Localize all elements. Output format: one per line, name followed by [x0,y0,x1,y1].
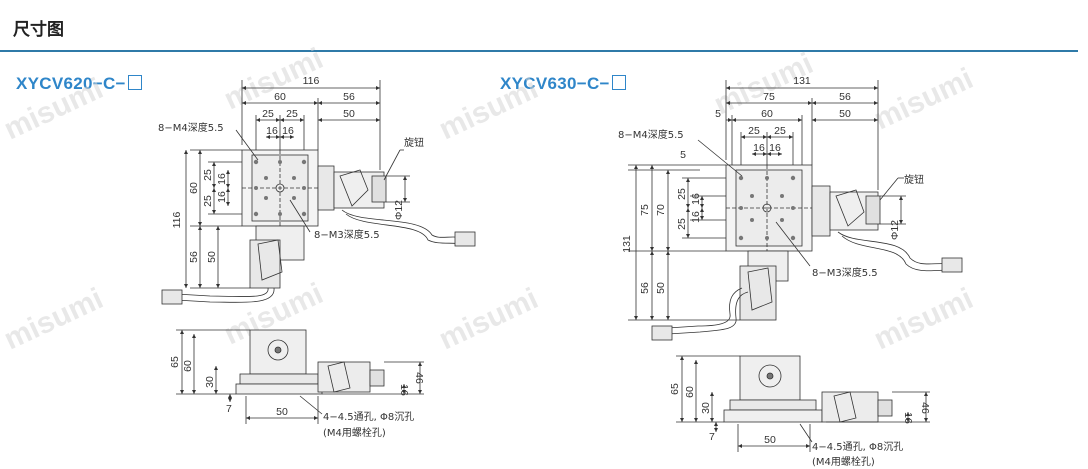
dim-label: 56 [639,282,651,294]
right-side-dim-labels: 65 60 30 7 50 46 16 4−4.5通孔, Φ8沉孔 (M4用螺栓… [669,383,931,468]
dim-label: 25 [774,125,786,137]
dim-label: 131 [621,235,633,253]
dim-label: 70 [655,204,667,216]
left-side-view [176,329,424,424]
dim-label: 30 [700,402,712,414]
dim-label: 116 [171,211,183,228]
dim-label: 60 [182,360,194,372]
dim-label: 16 [266,125,278,137]
dim-label: 7 [226,403,232,415]
dim-label: 50 [343,108,355,120]
dim-label: 25 [202,169,214,181]
option-box-icon [127,75,142,90]
callout-thru-hole: 4−4.5通孔, Φ8沉孔 [323,410,414,423]
dim-label: 75 [763,91,775,103]
dim-label: 56 [343,91,355,103]
dim-label: 50 [276,406,288,418]
dim-label: 16 [753,142,765,154]
dim-label: 16 [769,142,781,154]
watermark-text: misumi [869,282,978,356]
dim-label: 50 [764,434,776,446]
dim-label: 16 [216,173,228,185]
dim-label: 116 [303,75,320,87]
dim-label: 56 [188,251,200,263]
dim-label: 50 [839,108,851,120]
callout-bolt-hole: (M4用螺栓孔) [323,426,386,439]
dim-label: 75 [639,204,651,216]
dim-label: 5 [715,108,721,120]
dim-label: 25 [676,188,688,200]
dim-label: 25 [748,125,760,137]
dim-label: 16 [282,125,294,137]
dim-label: 56 [839,91,851,103]
model-name-right: XYCV630−C− [500,74,610,93]
dim-label: 50 [655,282,667,294]
dim-label: Φ12 [393,200,405,220]
dim-label: Φ12 [889,220,901,240]
dim-label: 25 [262,108,274,120]
dim-label: 60 [761,108,773,120]
dim-label: 16 [690,211,702,223]
callout-mid-hole: 8−M3深度5.5 [314,228,380,241]
watermark-text: misumi [434,72,543,146]
dim-label: 46 [919,402,931,414]
callout-top-hole: 8−M4深度5.5 [158,121,224,134]
dim-label: 16 [216,191,228,203]
right-top-dim-labels: 131 75 56 5 60 50 25 25 16 16 8−M4深度5.5 … [618,75,924,294]
dim-label: 5 [680,149,686,161]
dim-label: 60 [188,182,200,194]
dim-label: 25 [286,108,298,120]
left-top-view [161,80,476,305]
dim-label: 65 [669,383,681,395]
dim-label: 7 [709,431,715,443]
callout-knob: 旋钮 [904,173,924,186]
watermark-text: misumi [869,62,978,136]
dim-label: 30 [204,376,216,388]
callout-thru-hole: 4−4.5通孔, Φ8沉孔 [812,440,903,453]
watermark-text: misumi [0,282,108,356]
dim-label: 60 [684,386,696,398]
section-title: 尺寸图 [13,20,64,40]
dim-label: 65 [169,356,181,368]
model-name-left: XYCV620−C− [16,74,126,93]
callout-mid-hole: 8−M3深度5.5 [812,266,878,279]
right-top-view [628,80,963,341]
watermark-text: misumi [0,72,108,146]
dim-label: 16 [690,193,702,205]
dim-label: 25 [202,195,214,207]
dim-label: 50 [206,251,218,263]
left-side-dim-labels: 65 60 30 7 50 46 16 4−4.5通孔, Φ8沉孔 (M4用螺栓… [169,356,425,439]
left-top-dim-labels: 116 60 56 25 25 50 16 16 8−M4深度5.5 旋钮 8−… [158,75,424,263]
section-header: 尺寸图 [0,0,1078,52]
right-side-view [676,355,930,452]
callout-top-hole: 8−M4深度5.5 [618,128,684,141]
dim-label: 16 [902,412,914,424]
callout-bolt-hole: (M4用螺栓孔) [812,455,875,468]
model-title-xycv630: XYCV630−C− [500,74,626,94]
model-title-xycv620: XYCV620−C− [16,74,142,94]
dim-label: 46 [413,372,425,384]
dim-label: 131 [793,75,811,87]
option-box-icon [611,75,626,90]
dim-label: 25 [676,218,688,230]
watermark-text: misumi [434,282,543,356]
callout-knob: 旋钮 [404,136,424,149]
dim-label: 16 [398,384,410,396]
dim-label: 60 [274,91,286,103]
